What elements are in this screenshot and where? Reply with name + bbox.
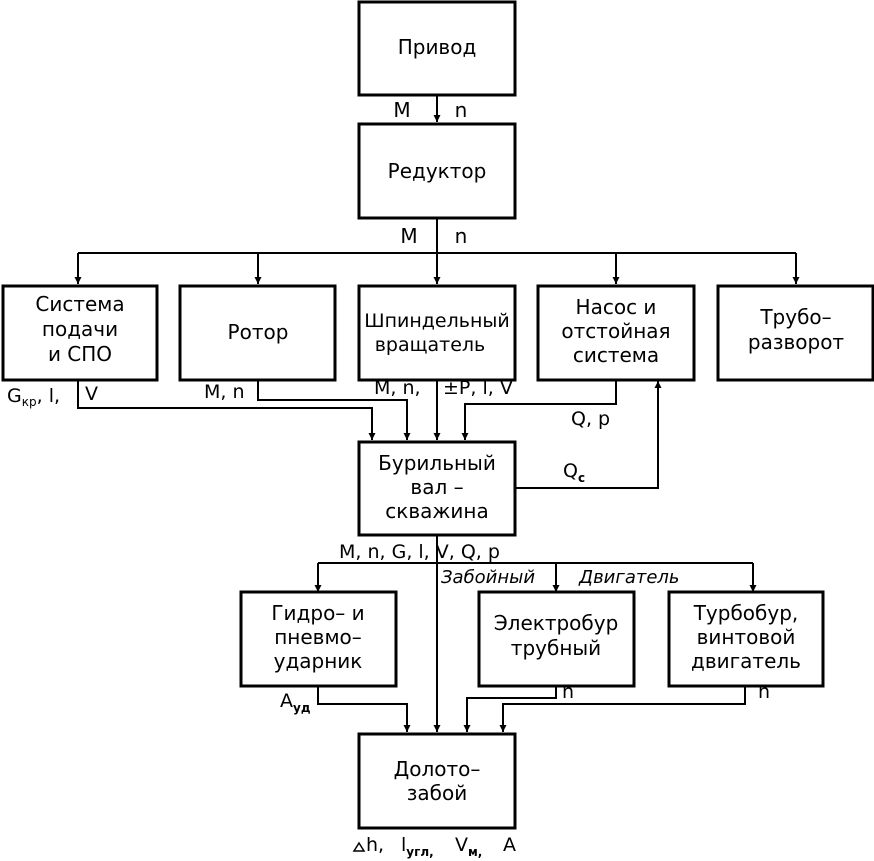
arrow-gidro-doloto: [317, 686, 411, 732]
block-rotor-label: Ротор: [228, 320, 289, 344]
block-doloto-line1: Долото–: [394, 757, 481, 781]
block-turbo-line3: двигатель: [691, 649, 801, 673]
label-bottom-dh: h,: [366, 834, 384, 856]
label-bottom-a: A: [503, 834, 516, 856]
label-n-privod: n: [455, 98, 468, 122]
label-qc-q: Q: [563, 460, 578, 482]
block-buril-line3: скважина: [385, 499, 488, 523]
block-sistema-line2: подачи: [42, 317, 118, 341]
label-q-p: Q, p: [571, 408, 610, 430]
label-rotor-out: М, n: [204, 381, 245, 403]
block-truboraz-line2: разворот: [748, 330, 845, 354]
block-rotor: Ротор: [178, 284, 337, 382]
label-buril-out: М, n, G, l, V, Q, p: [339, 541, 500, 563]
label-aud-sub: уд: [293, 701, 311, 715]
label-dvig: Двигатель: [578, 567, 680, 588]
label-zaboy: Забойный: [441, 567, 535, 588]
block-buril-line2: вал –: [410, 475, 463, 499]
label-n-turbo: n: [758, 681, 770, 703]
block-reduktor: Редуктор: [357, 122, 517, 220]
block-turbo-line1: Турбобур,: [693, 601, 799, 625]
label-aud-a: A: [280, 690, 293, 712]
block-nasos-line1: Насос и: [576, 295, 657, 319]
block-gidro-line2: пневмо–: [274, 625, 362, 649]
block-truboraz-line1: Трубо–: [759, 305, 831, 329]
arrow-sistema-buril: [77, 380, 376, 440]
block-turbo: Турбобур, винтовой двигатель: [667, 590, 825, 688]
block-nasos-line2: отстойная: [561, 319, 670, 343]
block-sistema-line3: и СПО: [48, 342, 112, 366]
label-qc-sub: c: [578, 471, 585, 485]
block-gidro-line3: ударник: [274, 649, 363, 673]
arrow-turbo-doloto: [499, 686, 746, 732]
block-doloto-line2: забой: [407, 781, 467, 805]
block-privod: Привод: [357, 0, 517, 97]
label-qc: Qc: [563, 460, 585, 485]
label-shp-out-left: М, n,: [374, 377, 421, 399]
label-m-reduktor: М: [400, 224, 417, 248]
label-gkr-v: V: [85, 383, 98, 405]
block-shpindel-line2: вращатель: [375, 334, 486, 356]
label-shp-out-right: ±P, l, V: [443, 377, 513, 399]
arrow-buril-nasos: [516, 381, 662, 489]
block-turbo-line2: винтовой: [697, 625, 796, 649]
block-gidro-line1: Гидро– и: [271, 601, 364, 625]
signal-labels: М n М n Gкр, l, V М, n М, n, ±P, l, V Q,…: [7, 98, 770, 859]
block-nasos-line3: система: [573, 343, 659, 367]
label-bottom-l-sub: угл,: [406, 845, 433, 859]
block-nasos: Насос и отстойная система: [536, 284, 696, 382]
label-bottom-v: Vм,: [455, 834, 482, 859]
label-gkr-sub: кр: [22, 395, 37, 409]
delta-icon: [352, 841, 366, 852]
label-bottom-l: lугл,: [401, 834, 434, 859]
label-n-reduktor: n: [455, 224, 468, 248]
label-bottom-v-sub: м,: [468, 845, 482, 859]
connectors: [74, 95, 800, 732]
block-sistema: Система подачи и СПО: [1, 284, 159, 382]
label-m-privod: М: [393, 98, 410, 122]
block-elektro-line1: Электробур: [494, 611, 619, 635]
label-bottom-l-main: l: [401, 834, 406, 856]
block-sistema-line1: Система: [35, 292, 124, 316]
label-n-elektro: n: [562, 681, 574, 703]
label-gkr-l: Gкр, l,: [7, 385, 60, 409]
block-shpindel-line1: Шпиндельный: [364, 310, 509, 332]
label-gkr-g: G: [7, 385, 22, 407]
block-doloto: Долото– забой: [357, 732, 517, 830]
arrow-rotor-buril: [257, 380, 411, 440]
block-shpindel: Шпиндельный вращатель: [357, 284, 517, 382]
block-elektro-line2: трубный: [511, 636, 601, 660]
block-buril-line1: Бурильный: [378, 451, 496, 475]
block-elektro: Электробур трубный: [477, 590, 636, 688]
label-gkr-rest: , l,: [37, 385, 60, 407]
label-aud: Aуд: [280, 690, 311, 715]
block-gidro: Гидро– и пневмо– ударник: [239, 590, 398, 688]
label-bottom-v-main: V: [455, 834, 468, 856]
arrow-nasos-buril: [461, 380, 617, 440]
block-truboraz: Трубо– разворот: [716, 284, 874, 382]
block-buril: Бурильный вал – скважина: [357, 440, 517, 537]
block-reduktor-label: Редуктор: [388, 159, 487, 183]
block-privod-label: Привод: [398, 35, 477, 59]
arrow-elektro-doloto: [463, 686, 557, 732]
